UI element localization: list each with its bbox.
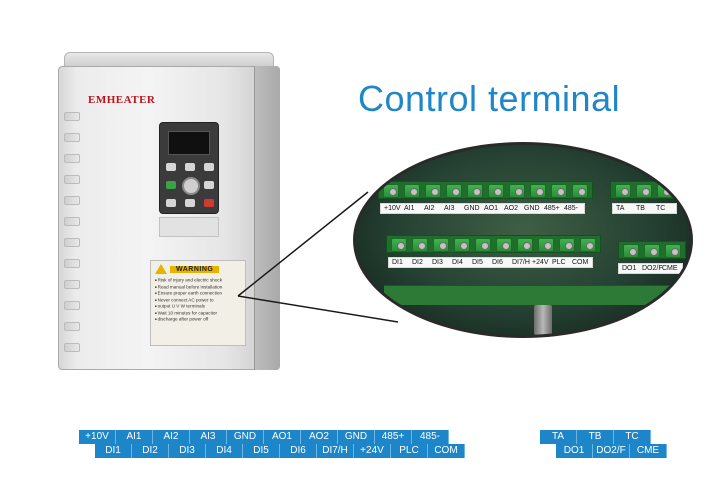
terminal-label: 485+ bbox=[544, 205, 560, 212]
terminal-label: AI3 bbox=[444, 205, 455, 212]
terminal-label: DO2/F bbox=[593, 444, 630, 458]
terminal-label: DI1 bbox=[392, 259, 403, 266]
terminal-label: PLC bbox=[552, 259, 566, 266]
terminal-label: +24V bbox=[354, 444, 391, 458]
terminal-label: AO2 bbox=[504, 205, 519, 212]
terminal-label: COM bbox=[428, 444, 465, 458]
warning-line: Ensure proper earth connection bbox=[155, 290, 241, 297]
terminal-label: DI4 bbox=[206, 444, 243, 458]
terminal-label: AO2 bbox=[301, 430, 338, 444]
warning-line: Wait 10 minutes for capacitor bbox=[155, 310, 241, 317]
warning-triangle-icon bbox=[155, 264, 167, 274]
terminal-label: +24V bbox=[532, 259, 549, 266]
terminal-label: DI5 bbox=[243, 444, 280, 458]
terminal-label: DI3 bbox=[169, 444, 206, 458]
terminal-label: GND bbox=[464, 205, 480, 212]
terminal-label: CME bbox=[630, 444, 667, 458]
terminal-label: DI7/H bbox=[317, 444, 354, 458]
keypad-panel bbox=[159, 122, 219, 214]
terminal-label: 485- bbox=[412, 430, 449, 444]
device-side-panel bbox=[254, 66, 280, 370]
terminal-label: AI1 bbox=[116, 430, 153, 444]
keypad-base bbox=[159, 217, 219, 237]
board-standoff bbox=[534, 305, 552, 335]
warning-line: Never connect AC power to bbox=[155, 297, 241, 304]
terminal-label: DI6 bbox=[280, 444, 317, 458]
terminal-label: DI6 bbox=[492, 259, 503, 266]
warning-line: output U V W terminals bbox=[155, 303, 241, 310]
terminal-label: TA bbox=[540, 430, 577, 444]
terminal-label: COM bbox=[572, 259, 589, 266]
terminal-label: TA bbox=[616, 205, 625, 212]
page-title: Control terminal bbox=[358, 78, 621, 119]
brand-logo: EMHEATER bbox=[88, 94, 156, 106]
device-vent-fins bbox=[64, 112, 80, 362]
terminal-label: TB bbox=[577, 430, 614, 444]
keypad-dial bbox=[182, 177, 200, 195]
terminal-label: AO1 bbox=[484, 205, 499, 212]
terminal-label: DO2/F bbox=[642, 265, 663, 272]
terminal-strip-lower-left bbox=[386, 235, 601, 253]
terminal-label: +10V bbox=[384, 205, 401, 212]
terminal-strip-upper-right bbox=[610, 181, 678, 199]
terminal-label: GND bbox=[524, 205, 540, 212]
keypad-keys bbox=[166, 163, 214, 211]
terminal-label: DI4 bbox=[452, 259, 463, 266]
warning-line: discharge after power off bbox=[155, 316, 241, 323]
warning-line: Risk of injury and electric shock bbox=[155, 277, 241, 284]
terminal-label: GND bbox=[227, 430, 264, 444]
terminal-label: AO1 bbox=[264, 430, 301, 444]
terminal-label: DI7/H bbox=[512, 259, 530, 266]
keypad-display bbox=[168, 131, 210, 155]
terminal-label: 485+ bbox=[375, 430, 412, 444]
terminal-label: GND bbox=[338, 430, 375, 444]
inverter-device: EMHEATER WARNING Risk of injury and elec… bbox=[58, 52, 280, 370]
terminal-label: DI5 bbox=[472, 259, 483, 266]
terminal-label: +10V bbox=[79, 430, 116, 444]
terminal-label: AI3 bbox=[190, 430, 227, 444]
terminal-label: CME bbox=[662, 265, 678, 272]
terminal-label: DI1 bbox=[95, 444, 132, 458]
warning-label: WARNING Risk of injury and electric shoc… bbox=[150, 260, 246, 346]
circuit-board bbox=[384, 285, 674, 305]
terminal-label: DI2 bbox=[412, 259, 423, 266]
terminal-label: DI3 bbox=[432, 259, 443, 266]
terminal-label: AI1 bbox=[404, 205, 415, 212]
terminal-strip-lower-right bbox=[618, 241, 686, 259]
terminal-labels-upper-right: TA TB TC bbox=[612, 203, 677, 214]
terminal-label: DI2 bbox=[132, 444, 169, 458]
terminal-label: TC bbox=[656, 205, 666, 212]
terminal-strip-upper-left bbox=[378, 181, 593, 199]
warning-title: WARNING bbox=[170, 265, 220, 273]
terminal-label: DO1 bbox=[622, 265, 637, 272]
terminal-label: 485- bbox=[564, 205, 579, 212]
terminal-label: PLC bbox=[391, 444, 428, 458]
terminal-label: AI2 bbox=[153, 430, 190, 444]
terminal-label: TB bbox=[636, 205, 645, 212]
terminal-label: AI2 bbox=[424, 205, 435, 212]
terminal-label: DO1 bbox=[556, 444, 593, 458]
warning-line: Read manual before installation bbox=[155, 284, 241, 291]
terminal-label: TC bbox=[614, 430, 651, 444]
